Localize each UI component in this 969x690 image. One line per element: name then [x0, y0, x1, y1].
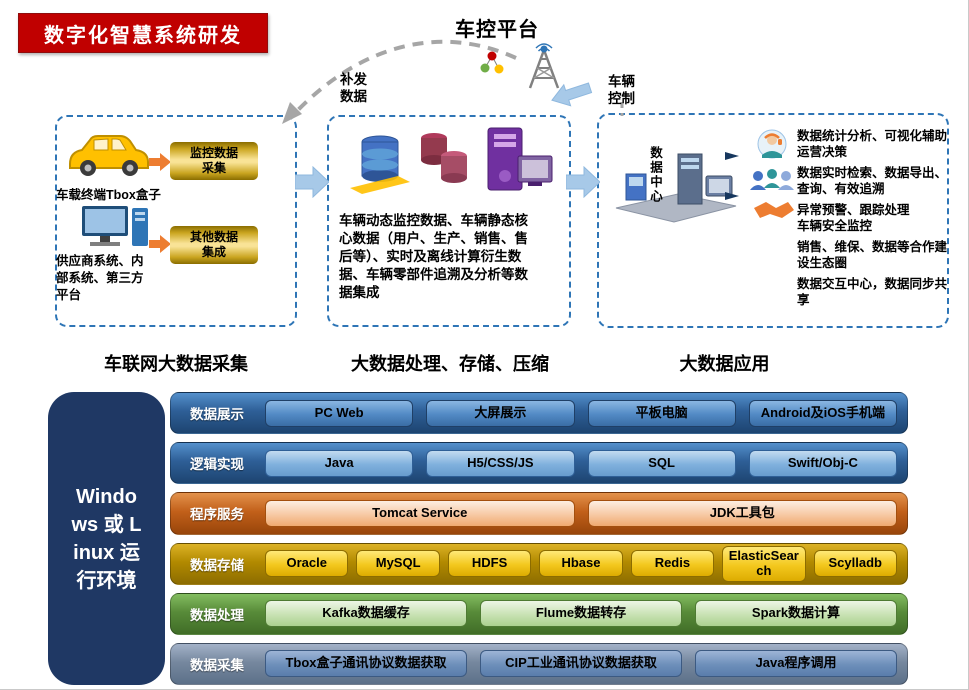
tech-chip: PC Web — [265, 399, 414, 427]
row-label: 程序服务 — [190, 507, 244, 523]
title-badge: 数字化智慧系统研发 — [18, 13, 268, 53]
section-process: 大数据处理、存储、压缩 — [351, 354, 549, 374]
computer-icon — [82, 206, 148, 246]
bullet-item: 数据实时检索、数据导出、查询、有效追溯 — [797, 166, 948, 196]
stack-row-collection: 数据采集 Tbox盒子通讯协议数据获取 CIP工业通讯协议数据获取 Java程序… — [170, 642, 908, 686]
tech-chip: Redis — [630, 550, 715, 578]
tech-chip: Java程序调用 — [695, 650, 897, 678]
stack-row-display: 数据展示 PC Web 大屏展示 平板电脑 Android及iOS手机端 — [170, 392, 908, 435]
tech-chip: CIP工业通讯协议数据获取 — [480, 650, 682, 678]
bullet-item: 数据交互中心，数据同步共享 — [797, 277, 948, 307]
tech-chip: Android及iOS手机端 — [748, 399, 897, 427]
other-data-pill: 其他数据集成 — [170, 226, 258, 264]
tech-chip: Kafka数据缓存 — [265, 600, 467, 628]
row-label: 逻辑实现 — [190, 457, 244, 473]
row-label: 数据处理 — [190, 607, 244, 623]
bullet-item: 数据统计分析、可视化辅助运营决策 — [797, 129, 948, 159]
tech-chip: Hbase — [539, 550, 623, 578]
platform-title: 车控平台 — [455, 19, 539, 41]
tech-stack: Windows 或 Linux 运行环境 数据展示 PC Web 大屏展示 平板… — [48, 392, 908, 686]
tech-chip: Spark数据计算 — [695, 600, 897, 628]
bullet-item: 异常预警、跟踪处理 车辆安全监控 — [797, 203, 910, 233]
tech-chip: Tbox盒子通讯协议数据获取 — [265, 650, 467, 678]
tech-chip: Tomcat Service — [265, 499, 575, 527]
stack-row-logic: 逻辑实现 Java H5/CSS/JS SQL Swift/Obj-C — [170, 442, 908, 485]
tech-chip: Scylladb — [813, 550, 897, 578]
orange-arrow-icon — [149, 235, 171, 253]
section-collect: 车联网大数据采集 — [104, 354, 248, 374]
supplier-caption: 供应商系统、内部系统、第三方平台 — [56, 254, 144, 302]
row-label: 数据采集 — [190, 657, 244, 673]
stack-row-service: 程序服务 Tomcat Service JDK工具包 — [170, 492, 908, 535]
bullet-item: 销售、维保、数据等合作建设生态圈 — [797, 240, 948, 270]
vehicle-control-arrow-icon — [551, 82, 593, 107]
datacenter-label: 数据中心 — [648, 146, 662, 204]
datacenter-icon — [615, 153, 737, 223]
row-label: 数据存储 — [190, 557, 244, 573]
tech-chip: H5/CSS/JS — [426, 449, 575, 477]
stack-row-storage: 数据存储 Oracle MySQL HDFS Hbase Redis Elast… — [170, 542, 908, 585]
support-agent-icon — [757, 129, 787, 159]
vehicle-control-label: 车辆 控制 — [608, 74, 635, 106]
people-group-icon — [750, 169, 794, 190]
tech-chip: Java — [265, 449, 414, 477]
tech-chip: ElasticSearch — [722, 545, 806, 582]
small-arrow-icon — [725, 192, 739, 200]
orange-arrow-icon — [149, 153, 171, 171]
processing-description: 车辆动态监控数据、车辆静态核心数据（用户、生产、销售、售后等）、实时及离线计算衍… — [339, 213, 528, 300]
handshake-icon — [754, 202, 794, 218]
tech-chip: HDFS — [447, 550, 532, 578]
tech-chip: Oracle — [265, 550, 349, 578]
tech-chip: Swift/Obj-C — [748, 449, 897, 477]
right-arrow-icon — [566, 166, 600, 198]
stack-rows: 数据展示 PC Web 大屏展示 平板电脑 Android及iOS手机端 逻辑实… — [170, 392, 908, 686]
tech-chip: JDK工具包 — [587, 499, 897, 527]
resend-data-label: 补发 数据 — [340, 72, 367, 104]
stack-row-processing: 数据处理 Kafka数据缓存 Flume数据转存 Spark数据计算 — [170, 592, 908, 635]
row-label: 数据展示 — [190, 407, 244, 423]
application-bullets: 数据统计分析、可视化辅助运营决策 数据实时检索、数据导出、查询、有效追溯 异常预… — [797, 129, 948, 314]
car-icon — [69, 135, 149, 176]
people-icons — [750, 129, 794, 218]
os-environment-panel: Windows 或 Linux 运行环境 — [48, 392, 165, 685]
tech-chip: MySQL — [356, 550, 440, 578]
small-arrow-icon — [725, 152, 739, 160]
tech-chip: 大屏展示 — [426, 399, 575, 427]
right-arrow-icon — [295, 166, 329, 198]
car-caption: 车载终端Tbox盒子 — [56, 188, 161, 202]
tech-chip: 平板电脑 — [587, 399, 736, 427]
section-apply: 大数据应用 — [679, 354, 770, 374]
tech-chip: Flume数据转存 — [480, 600, 682, 628]
databases-icon — [350, 127, 553, 194]
tech-chip: SQL — [587, 449, 736, 477]
monitor-data-pill: 监控数据采集 — [170, 142, 258, 180]
